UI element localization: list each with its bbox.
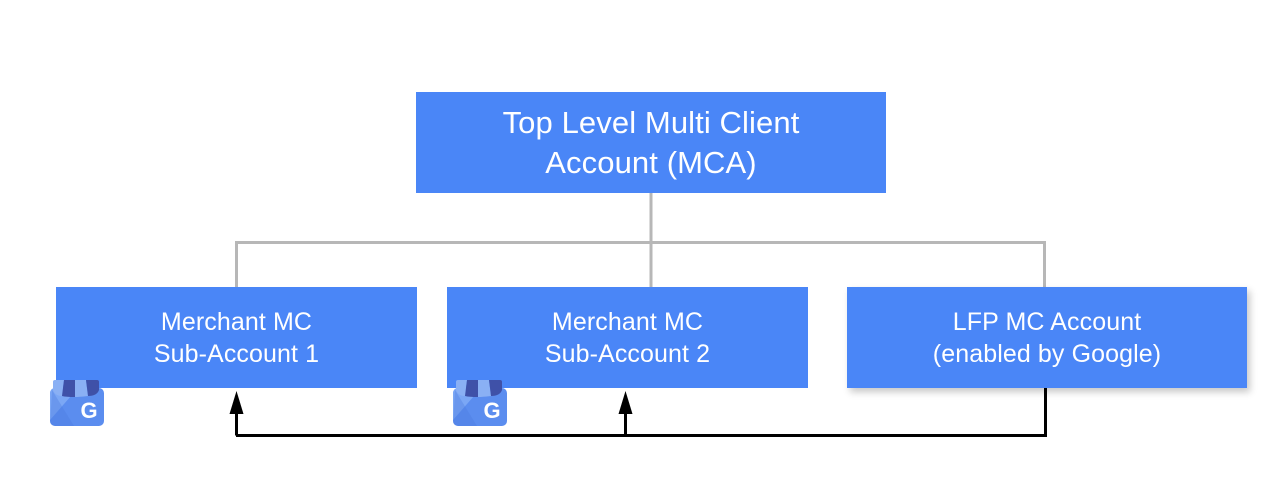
lfp-mc-account-label-line1: LFP MC Account: [952, 307, 1142, 336]
google-my-business-icon: G: [453, 380, 507, 426]
merchant-sub-account-2-label-line2: Sub-Account 2: [544, 339, 711, 368]
lfp-mc-account-node[interactable]: LFP MC Account (enabled by Google): [847, 287, 1247, 388]
merchant-sub-account-2-label-line1: Merchant MC: [551, 307, 704, 336]
top-level-mca-node[interactable]: Top Level Multi Client Account (MCA): [416, 92, 886, 193]
top-level-mca-label-line2: Account (MCA): [545, 144, 757, 180]
lfp-mc-account-label-line2: (enabled by Google): [932, 339, 1162, 368]
google-my-business-icon: G: [50, 380, 104, 426]
google-my-business-letter: G: [483, 398, 500, 423]
merchant-sub-account-1-label-line2: Sub-Account 1: [153, 339, 320, 368]
feedback-arrowhead-sub1: [229, 391, 244, 414]
merchant-sub-account-1-node[interactable]: Merchant MC Sub-Account 1: [56, 287, 417, 388]
google-my-business-letter: G: [80, 398, 97, 423]
merchant-sub-account-2-node[interactable]: Merchant MC Sub-Account 2: [447, 287, 808, 388]
feedback-arrowhead-sub2: [618, 391, 633, 414]
merchant-sub-account-1-label-line1: Merchant MC: [160, 307, 313, 336]
top-level-mca-label-line1: Top Level Multi Client: [502, 104, 800, 140]
